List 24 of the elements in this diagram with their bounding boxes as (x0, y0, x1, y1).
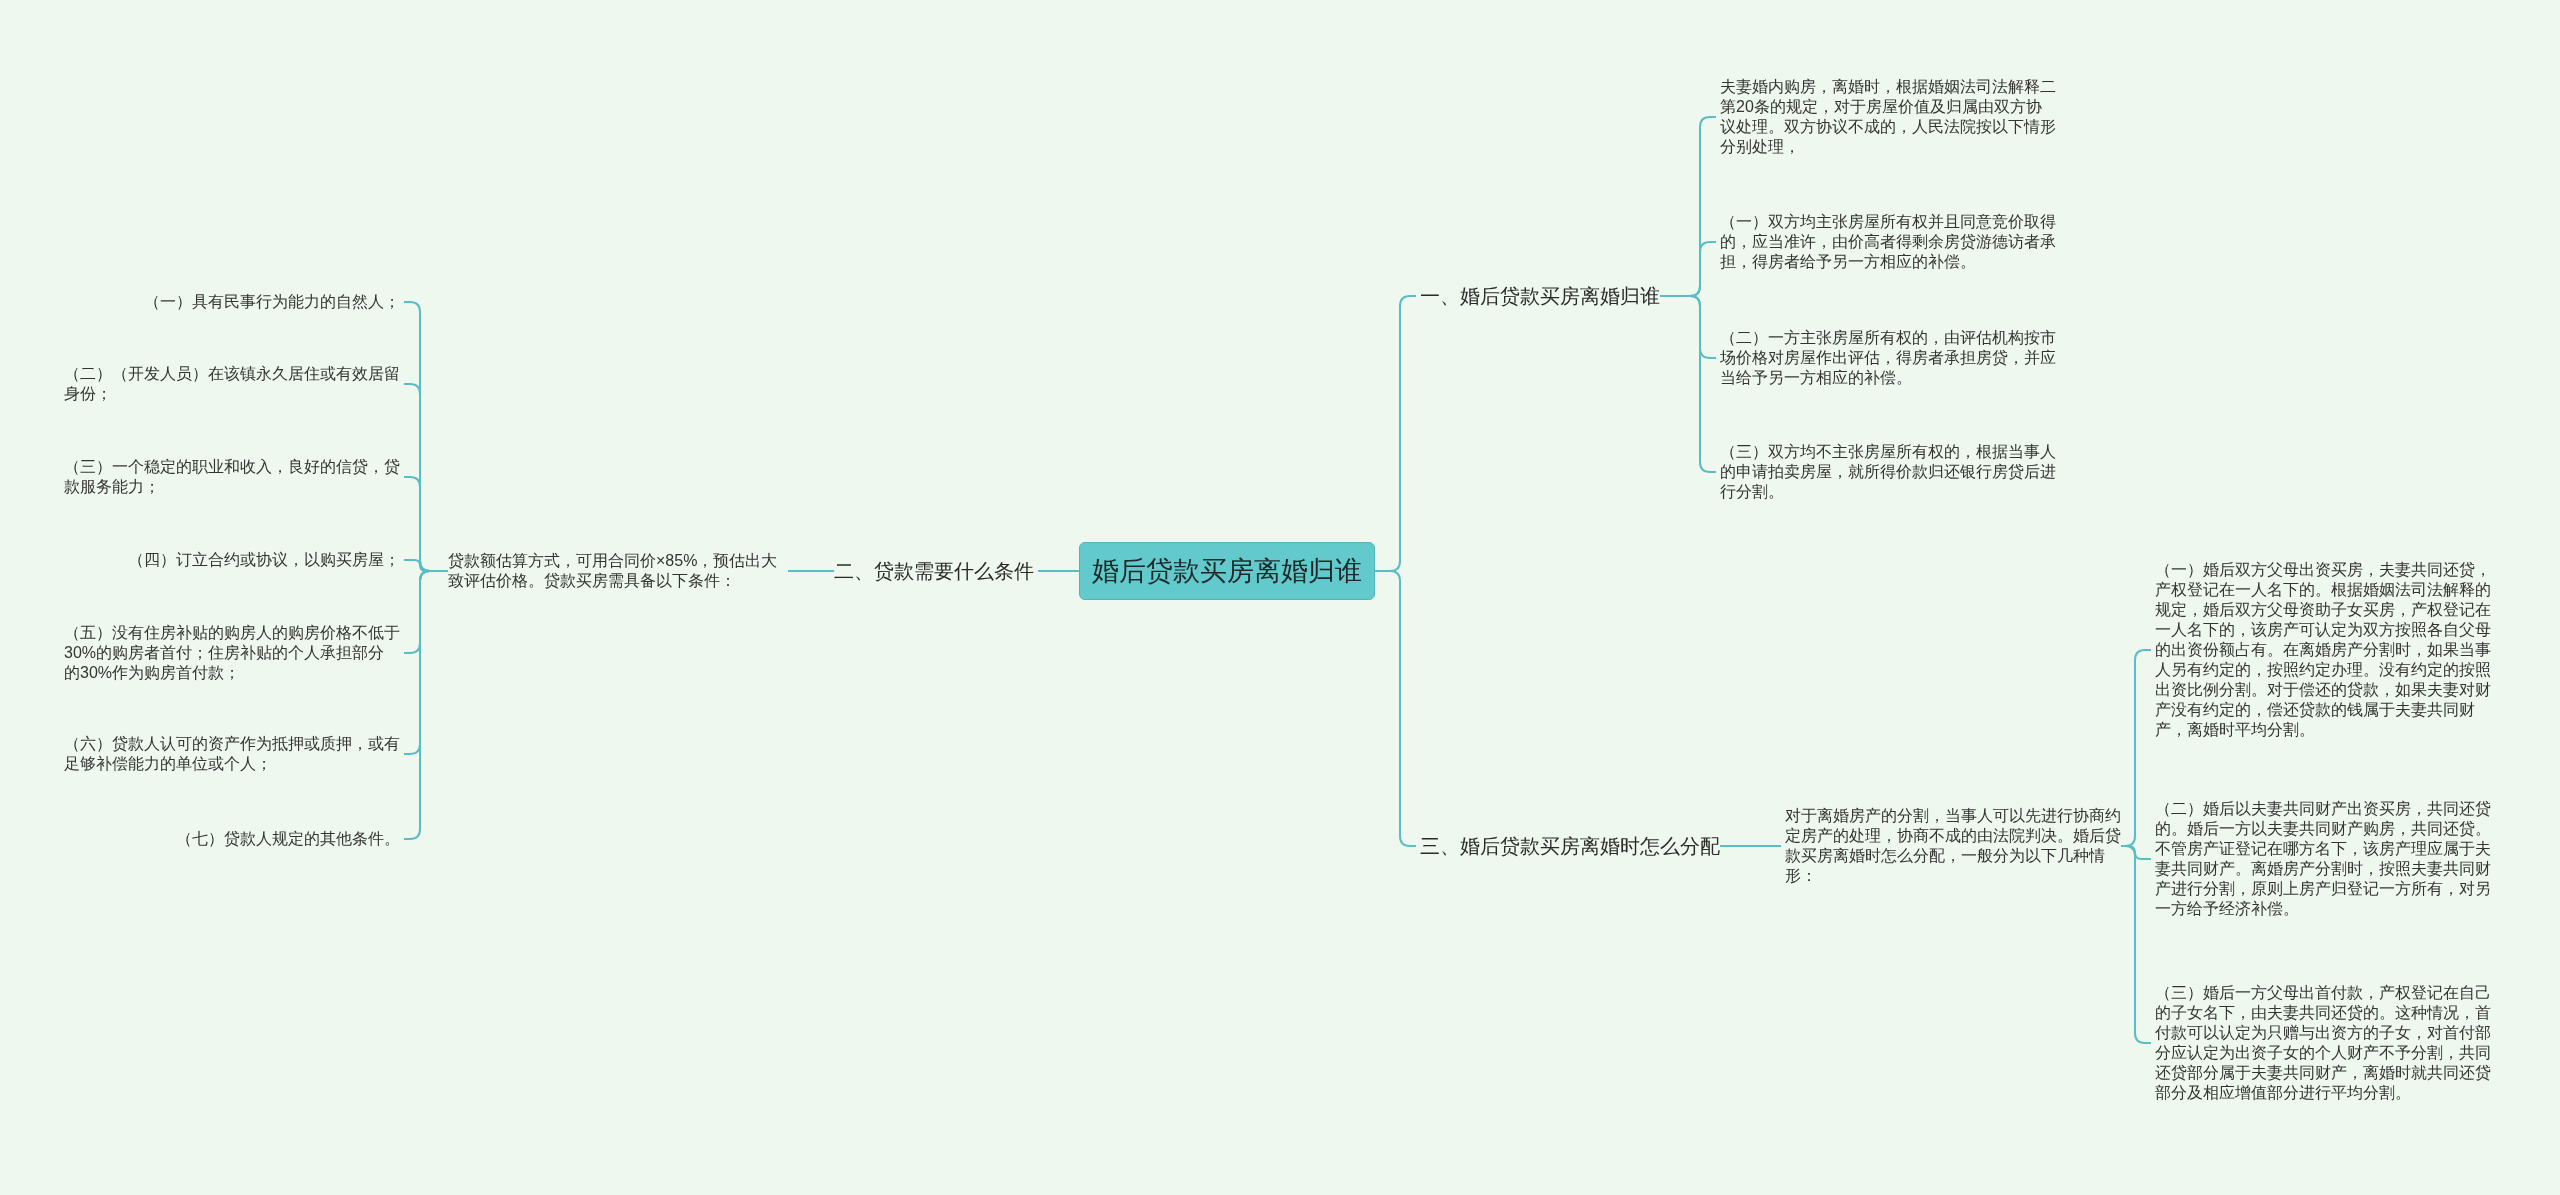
topic-text: （二）（开发人员）在该镇永久居住或有效居留身份； (64, 364, 400, 404)
topic-text: （七）贷款人规定的其他条件。 (176, 829, 400, 849)
topic-text: （二）婚后以夫妻共同财产出资买房，共同还贷的。婚后一方以夫妻共同财产购房，共同还贷。不管房产证登记在哪方名下，该房产理应属于夫妻共同财产。离婚房产分割时，按照夫妻共同财产进行分割，原则上房产归登记一方所有，对另一方给予经济补偿。 (2155, 799, 2495, 919)
connector-line (1037, 570, 1080, 572)
topic-text: （一）双方均主张房屋所有权并且同意竞价取得的，应当准许，由价高者得剩余房贷游德访者承担，得房者给予另一方相应的补偿。 (1720, 212, 2056, 272)
branch-topic: 一、婚后贷款买房离婚归谁 (1420, 282, 1660, 310)
connector-line (1719, 845, 1782, 847)
connector-line (787, 570, 835, 572)
topic-text: （一）具有民事行为能力的自然人； (144, 292, 400, 312)
central-topic: 婚后贷款买房离婚归谁 (1079, 542, 1375, 600)
topic-text: （二）一方主张房屋所有权的，由评估机构按市场价格对房屋作出评估，得房者承担房贷，并应当给予另一方相应的补偿。 (1720, 328, 2056, 388)
topic-text: （五）没有住房补贴的购房人的购房价格不低于30%的购房者首付；住房补贴的个人承担部分的30%作为购房首付款； (64, 623, 400, 683)
topic-text: （三）双方均不主张房屋所有权的，根据当事人的申请拍卖房屋，就所得价款归还银行房贷后进行分割。 (1720, 442, 2056, 502)
topic-text: （四）订立合约或协议，以购买房屋； (128, 550, 400, 570)
topic-text: 贷款额估算方式，可用合同价×85%，预估出大致评估价格。贷款买房需具备以下条件： (448, 551, 784, 591)
topic-text: （一）婚后双方父母出资买房，夫妻共同还贷，产权登记在一人名下的。根据婚姻法司法解释的规定，婚后双方父母资助子女买房，产权登记在一人名下的，该房产可认定为双方按照各自父母的出资份额占有。在离婚房产分割时，如果当事人另有约定的，按照约定办理。没有约定的按照出资比例分割。对于偿还的贷款，如果夫妻对财产没有约定的，偿还贷款的钱属于夫妻共同财产，离婚时平均分割。 (2155, 560, 2495, 740)
topic-text: 对于离婚房产的分割，当事人可以先进行协商约定房产的处理，协商不成的由法院判决。婚后贷款买房离婚时怎么分配，一般分为以下几种情形： (1785, 806, 2121, 886)
topic-text: 夫妻婚内购房，离婚时，根据婚姻法司法解释二第20条的规定，对于房屋价值及归属由双方协议处理。双方协议不成的，人民法院按以下情形分别处理， (1720, 77, 2056, 157)
branch-topic: 三、婚后贷款买房离婚时怎么分配 (1420, 832, 1720, 860)
topic-text: （六）贷款人认可的资产作为抵押或质押，或有足够补偿能力的单位或个人； (64, 734, 400, 774)
topic-text: （三）婚后一方父母出首付款，产权登记在自己的子女名下，由夫妻共同还贷的。这种情况，首付款可以认定为只赠与出资方的子女，对首付部分应认定为出资子女的个人财产不予分割，共同还贷部分属于夫妻共同财产，离婚时就共同还贷部分及相应增值部分进行平均分割。 (2155, 983, 2495, 1103)
topic-text: （三）一个稳定的职业和收入，良好的信贷，贷款服务能力； (64, 457, 400, 497)
branch-topic: 二、贷款需要什么条件 (834, 557, 1034, 585)
connector-line (1374, 570, 1417, 847)
